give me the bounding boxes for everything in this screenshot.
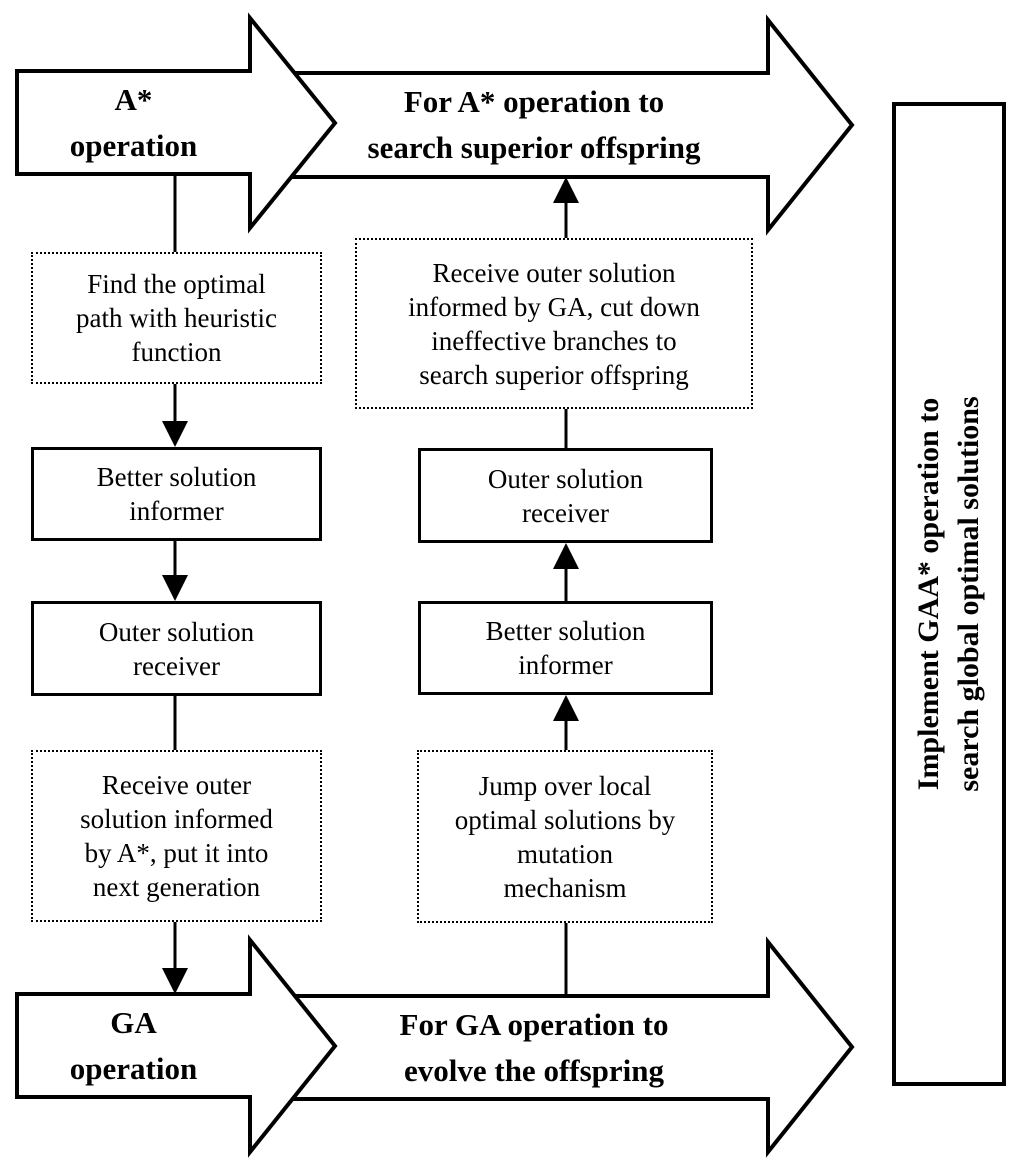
- arrowhead-informer-to-receiver-right: [553, 543, 579, 569]
- gaa-side-panel: [892, 102, 1006, 1086]
- jump-over-local-optimal-box: Jump over local optimal solutions by mut…: [417, 750, 713, 923]
- arrowhead-receive-to-astar: [553, 177, 579, 203]
- ga-operation-label: GA operation: [69, 1004, 198, 1086]
- arrowhead-informer-to-receiver: [162, 575, 188, 601]
- outer-solution-receiver-right-box: Outer solution receiver: [418, 448, 713, 543]
- bottom-banner-arrow-shape: [258, 936, 855, 1158]
- ga-arrow-shape: [15, 934, 338, 1158]
- better-solution-informer-left-box: Better solution informer: [31, 447, 322, 541]
- arrowhead-jump-to-informer: [553, 695, 579, 721]
- a-star-operation-label: A* operation: [69, 81, 198, 163]
- find-optimal-path-box: Find the optimal path with heuristic fun…: [31, 252, 322, 384]
- ga-banner-label: For GA operation to evolve the offspring: [399, 1006, 669, 1088]
- better-solution-informer-right-box: Better solution informer: [418, 601, 713, 695]
- arrowhead-find-to-informer: [162, 421, 188, 447]
- a-star-arrow-shape: [15, 12, 338, 234]
- receive-outer-solution-right-box: Receive outer solution informed by GA, c…: [355, 238, 753, 409]
- gaa-side-panel-label: Implement GAA* operation to search globa…: [912, 396, 985, 792]
- arrowhead-receive-to-ga: [162, 968, 188, 994]
- a-star-banner-label: For A* operation to search superior offs…: [367, 84, 701, 165]
- top-banner-arrow-shape: [258, 14, 855, 236]
- receive-outer-solution-left-box: Receive outer solution informed by A*, p…: [31, 750, 322, 922]
- outer-solution-receiver-left-box: Outer solution receiver: [31, 601, 322, 696]
